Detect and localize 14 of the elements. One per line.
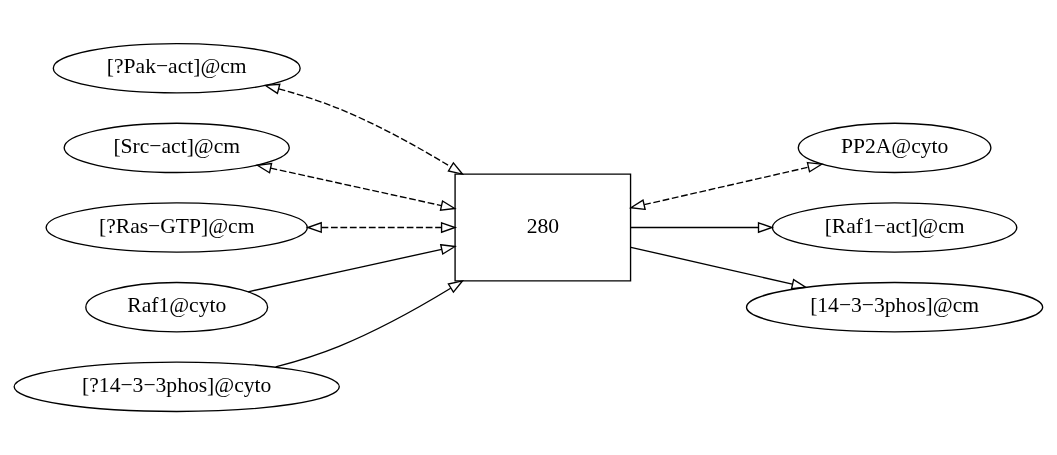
arrow (630, 221, 775, 234)
arrow (305, 221, 458, 234)
node-ellipse: Raf1@cyto (85, 281, 269, 333)
arrow (630, 246, 808, 290)
node-ellipse: [?14−3−3phos]@cyto (13, 361, 340, 413)
arrow (263, 83, 465, 176)
node-ellipse: [Raf1−act]@cm (771, 202, 1018, 253)
arrow (628, 161, 824, 211)
arrow (255, 162, 457, 211)
arrow (275, 279, 465, 368)
arrow (247, 243, 457, 293)
node-ellipse: [?Ras−GTP]@cm (45, 202, 308, 253)
node-box: 280 (454, 173, 632, 282)
node-ellipse: [14−3−3phos]@cm (745, 281, 1044, 333)
